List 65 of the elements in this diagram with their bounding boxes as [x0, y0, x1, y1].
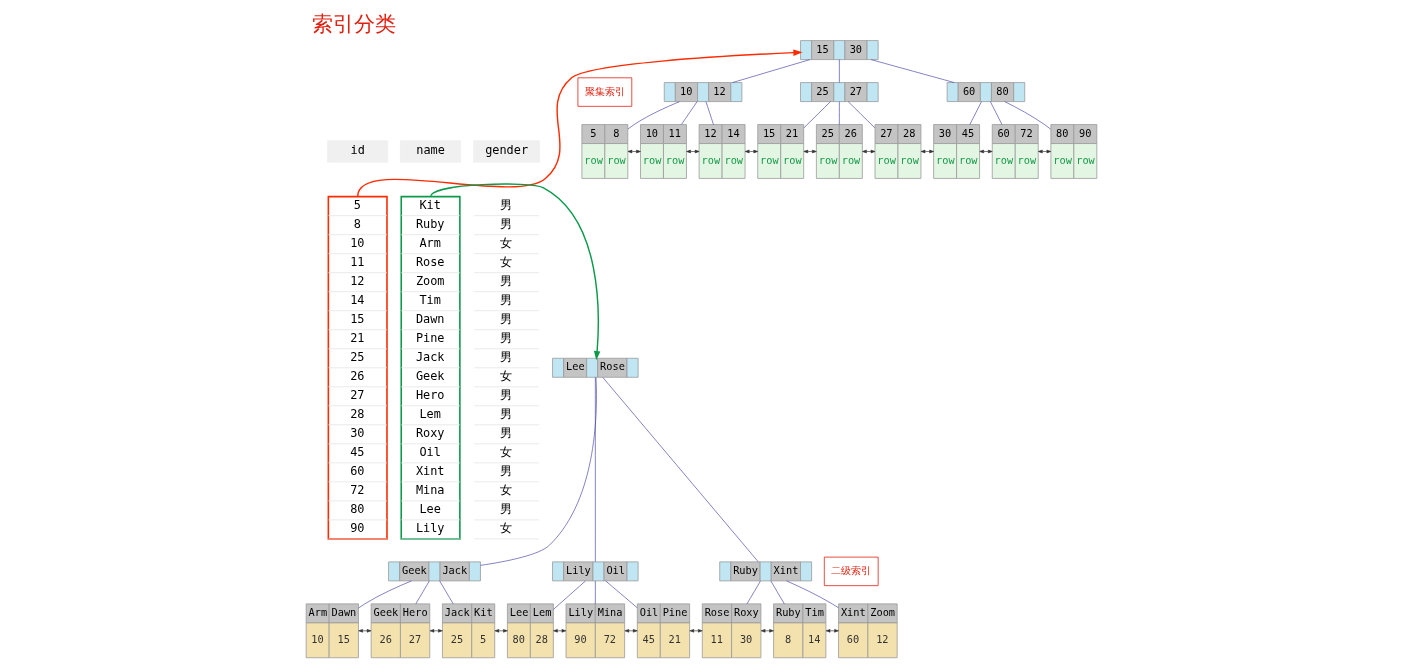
label: 男	[499, 312, 512, 327]
label: 男	[499, 464, 512, 479]
label: gender	[484, 143, 528, 158]
arrow	[760, 629, 774, 633]
arrow	[429, 183, 600, 361]
connector	[1003, 101, 1051, 130]
connector	[552, 580, 586, 610]
connector	[870, 59, 954, 83]
arrow	[1037, 149, 1051, 154]
label: 女	[499, 369, 512, 384]
arrow	[685, 149, 699, 154]
label: 女	[499, 254, 512, 269]
label: 男	[499, 407, 512, 422]
node-box: 聚集索引	[577, 77, 632, 107]
arrow	[744, 149, 758, 154]
connector	[594, 377, 596, 563]
label: 男	[499, 331, 512, 346]
arrow	[627, 149, 641, 154]
connector	[602, 377, 759, 563]
label: 男	[499, 350, 512, 365]
connector	[785, 580, 839, 609]
arrow	[624, 629, 638, 633]
connector	[847, 101, 875, 129]
label: 女	[499, 483, 512, 498]
label: 女	[499, 521, 512, 536]
arrow	[861, 149, 875, 154]
arrow	[494, 629, 508, 633]
label: name	[415, 143, 445, 158]
label: id	[350, 143, 365, 158]
arrow	[825, 629, 839, 633]
arrow	[978, 149, 993, 154]
connector	[357, 580, 412, 609]
connector	[803, 101, 831, 129]
arrow	[803, 149, 817, 154]
arrow	[920, 149, 934, 154]
connector	[438, 580, 453, 605]
label: 男	[499, 273, 512, 288]
label: 男	[499, 426, 512, 441]
connector	[594, 580, 596, 605]
connector	[731, 59, 810, 83]
arrow	[689, 629, 703, 633]
diagram-title: 索引分类	[312, 11, 396, 36]
connector	[604, 580, 637, 608]
connector	[838, 59, 840, 83]
arrow	[429, 629, 443, 633]
label: 女	[499, 445, 512, 460]
connector	[415, 580, 430, 605]
label: 男	[499, 388, 512, 403]
connector	[746, 580, 761, 605]
connector	[705, 101, 714, 125]
label: 男	[499, 216, 512, 231]
label: 男	[499, 197, 512, 212]
connector	[969, 101, 982, 125]
connector	[989, 101, 1002, 125]
label: 女	[499, 235, 512, 250]
arrow	[357, 629, 371, 633]
connector	[680, 101, 697, 125]
connector	[479, 377, 597, 566]
arrow	[552, 629, 566, 633]
connector	[838, 101, 840, 125]
connector	[770, 580, 785, 605]
node-box: 二级索引	[823, 556, 879, 587]
label: 男	[499, 502, 512, 517]
connector	[627, 101, 680, 130]
label: 男	[499, 293, 512, 307]
